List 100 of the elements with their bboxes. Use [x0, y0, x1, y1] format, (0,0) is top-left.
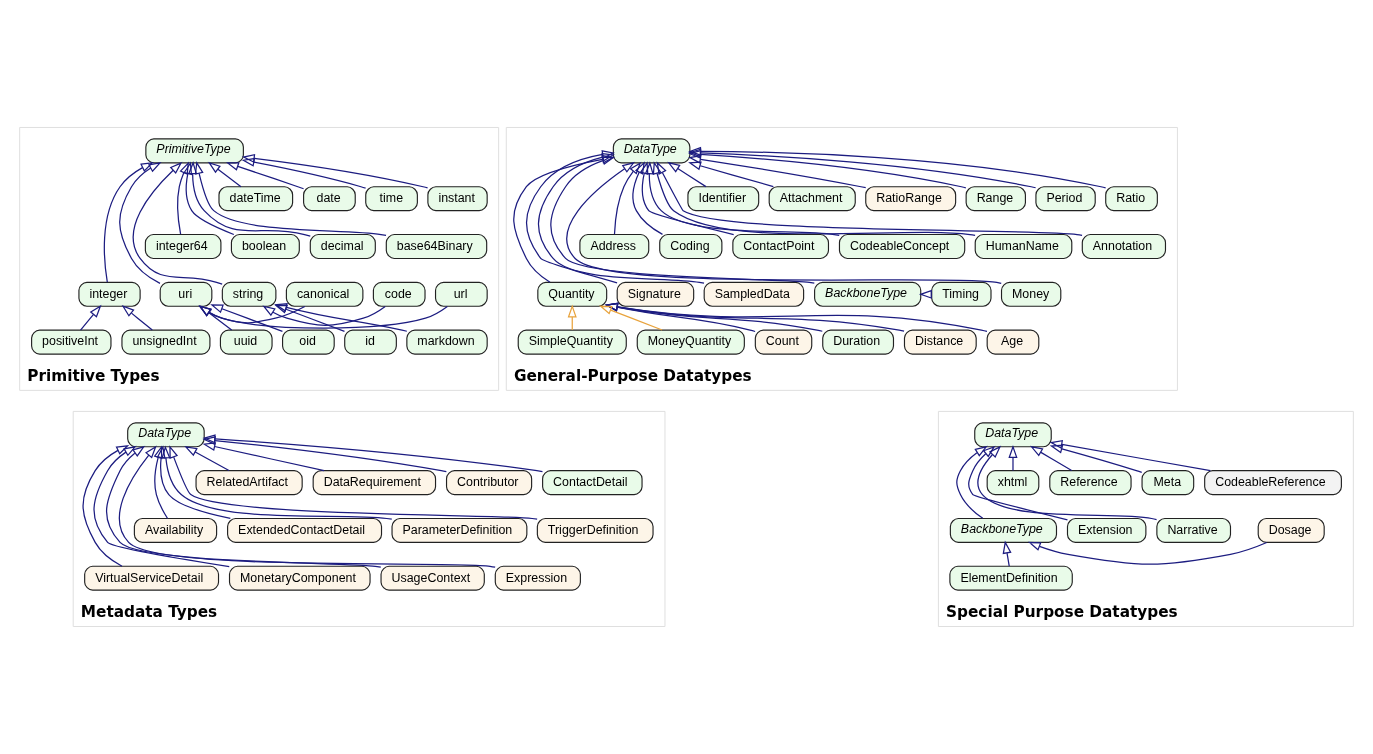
- arrow: [1049, 444, 1143, 474]
- arrow: [202, 442, 325, 472]
- arrow: [183, 161, 235, 236]
- node-box: Reference: [1049, 470, 1132, 496]
- node-box: CodeableConcept: [838, 233, 966, 260]
- arrow: [525, 150, 618, 284]
- arrow: [598, 305, 663, 331]
- node-box: Availability: [133, 517, 218, 543]
- node-box: PrimitiveType: [145, 138, 244, 164]
- node-box: SampledData: [703, 281, 805, 307]
- node-box: base64Binary: [385, 233, 488, 260]
- arrow: [688, 149, 967, 189]
- arrow: [968, 445, 1069, 521]
- node-box: MoneyQuantity: [636, 329, 745, 355]
- arrow: [241, 153, 429, 189]
- node-box: DataType: [974, 422, 1052, 448]
- arrow: [274, 304, 346, 332]
- arrow: [656, 161, 1083, 236]
- arrow: [194, 161, 387, 237]
- node-box: Expression: [494, 565, 581, 591]
- node-box: ContactDetail: [542, 470, 643, 496]
- arrow: [1027, 541, 1268, 565]
- arrow: [198, 305, 306, 324]
- arrow: [566, 161, 1002, 284]
- node-box: RelatedArtifact: [195, 470, 303, 496]
- node-box: integer: [78, 281, 141, 307]
- node-box: Count: [754, 329, 813, 355]
- node-box: Quantity: [537, 281, 608, 307]
- node-box: Address: [579, 233, 650, 260]
- arrow: [1008, 444, 1018, 472]
- node-box: Annotation: [1081, 233, 1167, 260]
- node-box: Range: [965, 186, 1026, 212]
- node-box: Age: [986, 329, 1040, 355]
- arrow: [82, 444, 130, 567]
- arrow: [550, 156, 815, 284]
- node-box: Duration: [822, 329, 895, 355]
- node-box: id: [344, 329, 397, 355]
- node-box: Distance: [903, 329, 977, 355]
- arrow: [161, 445, 393, 520]
- node-box: RatioRange: [865, 186, 957, 212]
- arrow: [156, 445, 231, 520]
- node-box: ElementDefinition: [949, 565, 1073, 591]
- arrow: [688, 148, 1037, 189]
- arrow: [198, 305, 448, 329]
- arrow: [198, 305, 233, 331]
- node-box: Signature: [616, 281, 695, 307]
- arrow: [241, 157, 367, 189]
- node-box: uri: [159, 281, 213, 307]
- arrow: [688, 146, 1107, 189]
- node-box: CodeableReference: [1204, 470, 1342, 496]
- arrow: [667, 161, 707, 188]
- arrow: [639, 161, 735, 236]
- arrow: [977, 445, 1158, 521]
- node-box: Meta: [1141, 470, 1195, 496]
- arrow: [644, 161, 840, 236]
- node-box: xhtml: [986, 470, 1040, 496]
- arrow: [688, 154, 867, 189]
- arrow: [274, 303, 408, 332]
- arrow: [1049, 440, 1212, 472]
- node-box: unsignedInt: [121, 329, 211, 355]
- node-box: Extension: [1066, 517, 1147, 543]
- node-box: Dosage: [1257, 517, 1325, 543]
- arrow: [613, 161, 642, 235]
- node-box: decimal: [309, 233, 376, 260]
- node-box: Money: [1000, 281, 1062, 307]
- node-box: Period: [1035, 186, 1096, 212]
- node-box: code: [372, 281, 426, 307]
- node-box: canonical: [285, 281, 364, 307]
- node-box: Attachment: [768, 186, 856, 212]
- node-box: BackboneType: [949, 517, 1058, 543]
- node-box: DataRequirement: [312, 470, 437, 496]
- node-box: UsageContext: [380, 565, 485, 591]
- arrow: [1002, 540, 1012, 567]
- node-box: ExtendedContactDetail: [227, 517, 383, 543]
- arrow: [652, 161, 976, 236]
- arrow: [513, 154, 615, 283]
- arrow: [93, 445, 230, 568]
- node-box: oid: [282, 329, 335, 355]
- arrow: [169, 445, 538, 520]
- arrow: [688, 161, 774, 188]
- arrow: [210, 304, 284, 333]
- arrow: [202, 436, 447, 473]
- arrow: [184, 445, 230, 472]
- node-box: boolean: [230, 233, 300, 260]
- arrow: [262, 305, 386, 327]
- node-box: VirtualServiceDetail: [84, 565, 220, 591]
- arrow: [121, 305, 153, 331]
- arrow: [632, 161, 664, 236]
- arrow: [188, 161, 311, 237]
- arrow: [153, 445, 169, 520]
- node-box: instant: [427, 186, 488, 212]
- node-box: Narrative: [1156, 517, 1232, 543]
- node-box: Coding: [659, 233, 723, 260]
- arrow: [207, 161, 242, 188]
- arrow: [604, 302, 988, 333]
- node-box: ContactPoint: [732, 233, 830, 260]
- arrow: [604, 302, 905, 332]
- arrow: [103, 162, 154, 283]
- node-box: url: [434, 281, 488, 307]
- node-box: TriggerDefinition: [536, 517, 654, 543]
